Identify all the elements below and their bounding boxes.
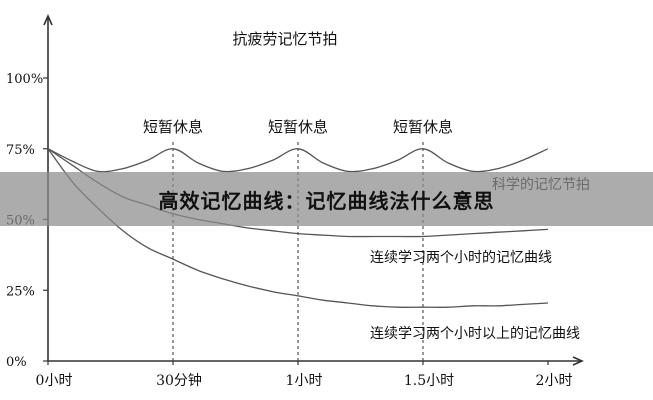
y-tick-label: 25% <box>6 284 35 299</box>
series-line-over-2h <box>47 148 549 308</box>
x-axis-arrow <box>572 356 584 366</box>
x-tick-label: 1.5小时 <box>404 373 454 389</box>
break-label: 短暂休息 <box>268 118 328 136</box>
series-line-rhythm <box>47 148 549 173</box>
break-label: 短暂休息 <box>393 118 453 136</box>
series-label-over-2h: 连续学习两个小时以上的记忆曲线 <box>370 325 580 342</box>
x-tick-label: 1小时 <box>286 373 323 389</box>
break-label: 短暂休息 <box>143 118 203 136</box>
title-banner: 高效记忆曲线：记忆曲线法什么意思 <box>0 172 653 226</box>
y-tick-label: 0% <box>6 355 27 370</box>
x-tick-label: 30分钟 <box>156 372 202 389</box>
banner-title: 高效记忆曲线：记忆曲线法什么意思 <box>158 188 495 213</box>
x-tick-label: 2小时 <box>536 373 573 389</box>
y-tick-label: 100% <box>6 72 43 87</box>
series-label-2h: 连续学习两个小时的记忆曲线 <box>370 249 552 266</box>
y-axis-arrow <box>43 14 53 26</box>
chart-title: 抗疲劳记忆节拍 <box>232 30 337 48</box>
x-tick-label: 0小时 <box>36 373 73 389</box>
y-tick-label: 75% <box>6 143 35 158</box>
